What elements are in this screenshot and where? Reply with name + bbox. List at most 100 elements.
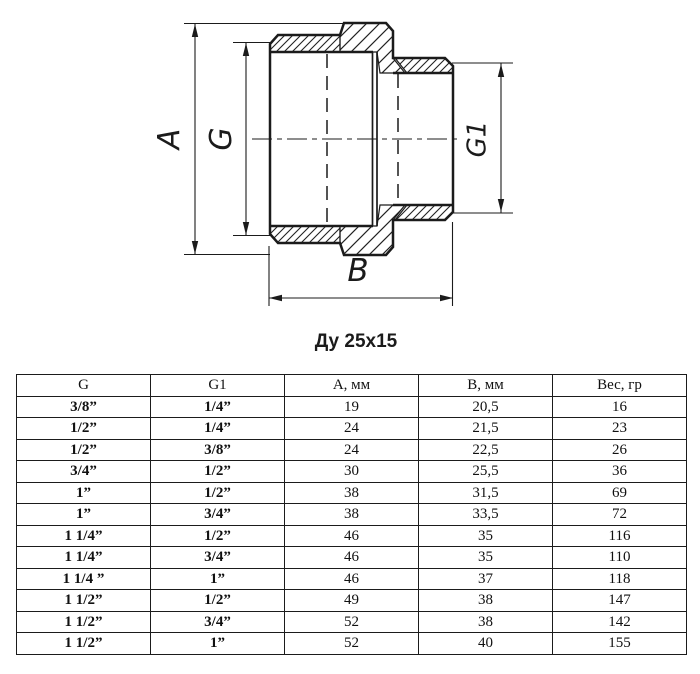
table-cell: 155	[552, 632, 687, 655]
table-cell: 36	[552, 460, 687, 483]
table-cell: 72	[552, 503, 687, 526]
table-cell: 46	[284, 546, 419, 569]
table-cell: 31,5	[418, 481, 553, 504]
arrow-down-icon	[191, 241, 199, 254]
table-cell: 38	[284, 503, 419, 526]
dimension-b: B	[268, 222, 454, 306]
table-cell: 46	[284, 567, 419, 590]
arrow-up-icon	[191, 24, 199, 37]
table-cell: 3/8”	[16, 395, 151, 418]
table-cell: 16	[552, 395, 687, 418]
table-cell: 1”	[150, 567, 285, 590]
arrow-up-icon	[497, 64, 505, 77]
table-cell: 3/4”	[150, 610, 285, 633]
arrow-down-icon	[497, 199, 505, 212]
dim-label-g1: G1	[462, 121, 492, 158]
table-cell: 21,5	[418, 417, 553, 440]
column-header: G1	[150, 374, 285, 397]
table-cell: 1 1/2”	[16, 632, 151, 655]
table-cell: 3/4”	[150, 503, 285, 526]
table-cell: 3/4”	[16, 460, 151, 483]
table-cell: 30	[284, 460, 419, 483]
table-cell: 1/2”	[150, 460, 285, 483]
female-thread-hatch-bottom	[269, 225, 341, 244]
table-cell: 3/8”	[150, 438, 285, 461]
table-cell: 1”	[16, 503, 151, 526]
table-cell: 19	[284, 395, 419, 418]
table-cell: 110	[552, 546, 687, 569]
inner-lines	[270, 50, 453, 228]
table-cell: 46	[284, 524, 419, 547]
table-cell: 1 1/2”	[16, 589, 151, 612]
table-cell: 1/4”	[150, 417, 285, 440]
technical-drawing: A G G1 B Ду 25	[152, 21, 513, 352]
table-cell: 118	[552, 567, 687, 590]
column-header: В, мм	[418, 374, 553, 397]
dim-label-a: A	[152, 129, 187, 152]
table-cell: 1 1/2”	[16, 610, 151, 633]
table-cell: 1 1/4 ”	[16, 567, 151, 590]
dimension-g1: G1	[452, 62, 513, 214]
table-cell: 38	[418, 610, 553, 633]
table-cell: 37	[418, 567, 553, 590]
table-cell: 1”	[150, 632, 285, 655]
drawing-caption: Ду 25x15	[315, 331, 398, 352]
column-header: А, мм	[284, 374, 419, 397]
table-cell: 49	[284, 589, 419, 612]
table-cell: 147	[552, 589, 687, 612]
table-cell: 24	[284, 438, 419, 461]
table-cell: 35	[418, 546, 553, 569]
table-cell: 52	[284, 632, 419, 655]
table-cell: 38	[418, 589, 553, 612]
arrow-right-icon	[440, 294, 453, 302]
table-cell: 69	[552, 481, 687, 504]
dimension-g: G	[204, 41, 271, 237]
table-cell: 40	[418, 632, 553, 655]
table-cell: 1/2”	[150, 589, 285, 612]
female-thread-hatch-top	[269, 34, 341, 53]
dim-label-b: B	[347, 253, 368, 289]
table-cell: 1/2”	[16, 417, 151, 440]
table-cell: 20,5	[418, 395, 553, 418]
arrow-up-icon	[242, 43, 250, 56]
table-cell: 22,5	[418, 438, 553, 461]
table-cell: 1/2”	[150, 524, 285, 547]
table-cell: 33,5	[418, 503, 553, 526]
table-cell: 52	[284, 610, 419, 633]
table-cell: 116	[552, 524, 687, 547]
table-cell: 1/2”	[150, 481, 285, 504]
fitting-outline	[268, 21, 455, 257]
table-cell: 25,5	[418, 460, 553, 483]
table-cell: 26	[552, 438, 687, 461]
arrow-down-icon	[242, 222, 250, 235]
table-cell: 1 1/4”	[16, 524, 151, 547]
table-cell: 1/2”	[16, 438, 151, 461]
table-cell: 3/4”	[150, 546, 285, 569]
table-cell: 38	[284, 481, 419, 504]
table-cell: 24	[284, 417, 419, 440]
table-cell: 35	[418, 524, 553, 547]
table-cell: 1”	[16, 481, 151, 504]
column-header: Вес, гр	[552, 374, 687, 397]
table-cell: 1 1/4”	[16, 546, 151, 569]
table-cell: 142	[552, 610, 687, 633]
column-header: G	[16, 374, 151, 397]
dim-label-g: G	[204, 127, 239, 150]
arrow-left-icon	[269, 294, 282, 302]
